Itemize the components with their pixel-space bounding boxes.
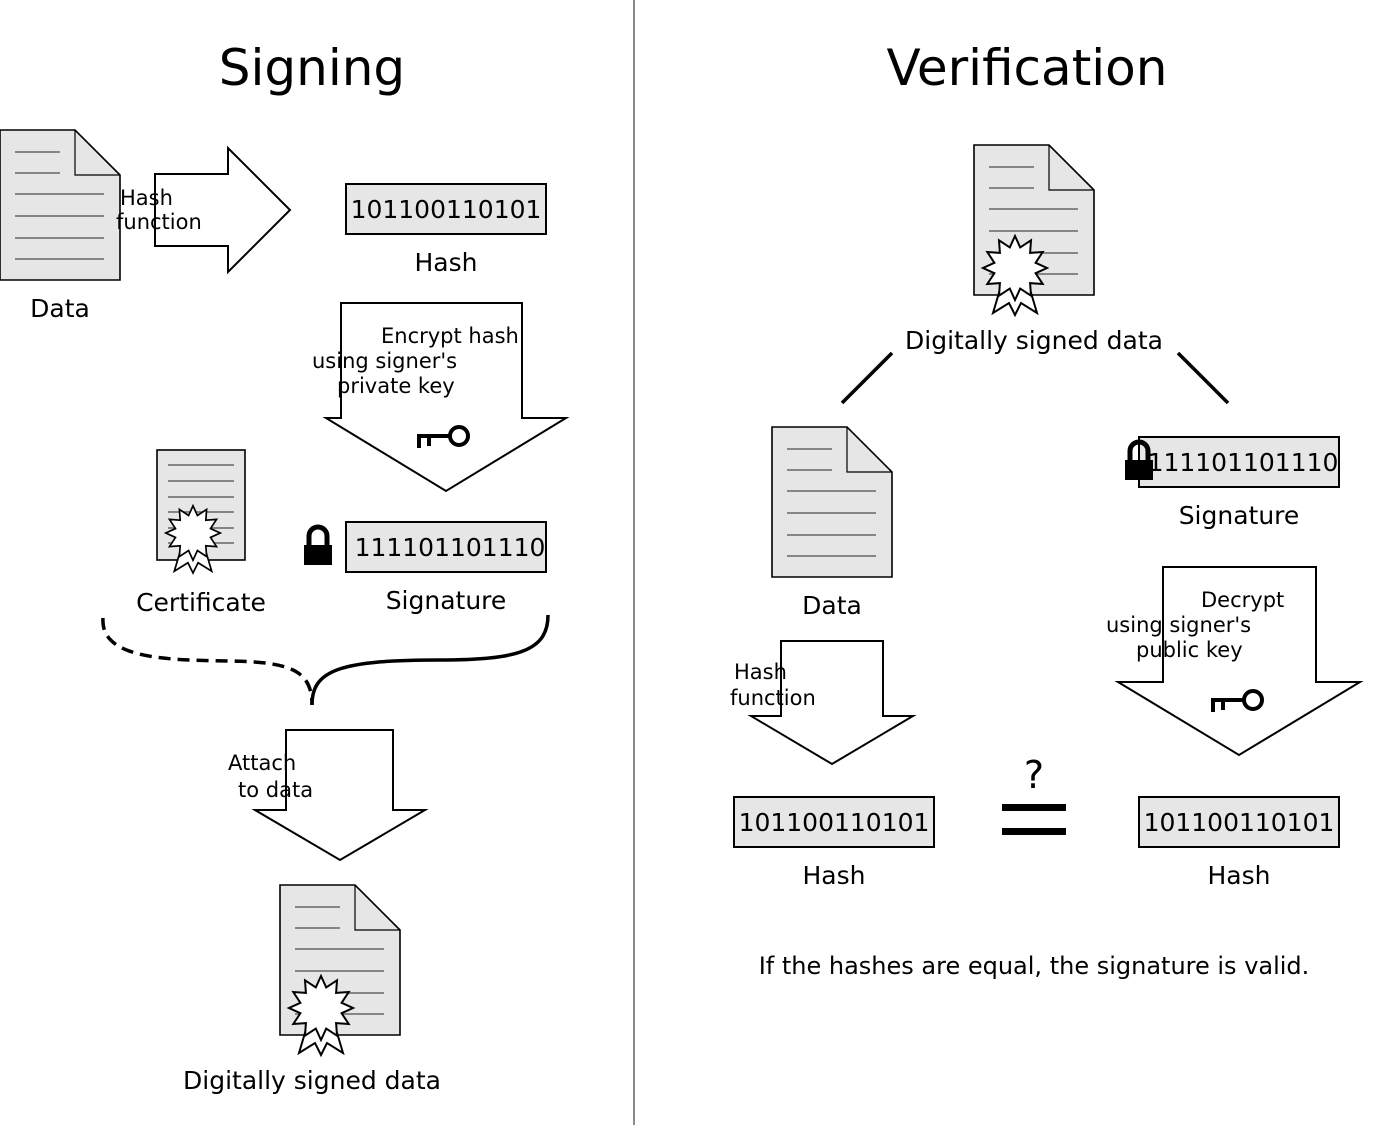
encrypt-arrow [322, 302, 570, 493]
signing-title: Signing [219, 39, 405, 97]
verification-signature-box [1138, 436, 1340, 488]
conclusion-text: If the hashes are equal, the signature i… [759, 952, 1310, 980]
attach-arrow [251, 729, 429, 862]
data-document-icon [0, 129, 121, 281]
verification-signature-label: Signature [1179, 501, 1300, 530]
verification-signed-document-icon [973, 144, 1095, 316]
computed-hash-box [733, 796, 935, 848]
verification-hash-function-arrow [747, 640, 917, 766]
signing-hash-label: Hash [415, 248, 478, 277]
computed-hash-label: Hash [803, 861, 866, 890]
decrypt-label-1: Decrypt [1201, 588, 1284, 612]
signing-hash-value: 101100110101 [351, 195, 542, 224]
certificate-brace-dashed [101, 617, 314, 706]
signature-lock-icon [304, 527, 332, 565]
decrypted-hash-label: Hash [1208, 861, 1271, 890]
signing-signature-value: 111101101110 [355, 533, 546, 562]
attach-label-2: to data [238, 778, 313, 802]
attach-label-1: Attach [228, 751, 296, 775]
hash-function-arrow [154, 145, 292, 275]
split-line-right [1176, 351, 1230, 405]
signing-signature-label: Signature [386, 586, 507, 615]
signing-data-label: Data [30, 294, 90, 323]
encrypt-label-1: Encrypt hash [381, 324, 519, 348]
computed-hash-value: 101100110101 [739, 808, 930, 837]
decrypted-hash-value: 101100110101 [1144, 808, 1335, 837]
signing-signature-box [345, 521, 547, 573]
decrypted-hash-box [1138, 796, 1340, 848]
question-mark: ? [1024, 753, 1044, 797]
decrypt-arrow [1114, 566, 1364, 757]
verification-data-label: Data [802, 591, 862, 620]
verification-signed-data-label: Digitally signed data [905, 326, 1163, 355]
verification-signature-value: 111101101110 [1148, 448, 1339, 477]
split-line-left [840, 351, 894, 405]
verification-data-document-icon [771, 426, 893, 578]
signing-signed-data-label: Digitally signed data [183, 1066, 441, 1095]
certificate-label: Certificate [136, 588, 266, 617]
signature-brace-solid [310, 614, 550, 706]
signing-hash-function-label-2: function [116, 210, 202, 234]
decrypt-label-3: public key [1136, 638, 1243, 662]
verification-hash-function-label-1: Hash [734, 660, 787, 684]
signing-hash-box [345, 183, 547, 235]
verification-title: Verification [887, 39, 1168, 97]
decrypt-label-2: using signer's [1106, 613, 1251, 637]
signing-hash-function-label-1: Hash [120, 186, 173, 210]
verification-hash-function-label-2: function [730, 686, 816, 710]
signed-document-icon [279, 884, 401, 1056]
certificate-icon [156, 449, 246, 574]
equals-icon [1002, 804, 1066, 835]
encrypt-label-2: using signer's [312, 349, 457, 373]
encrypt-label-3: private key [337, 374, 455, 398]
